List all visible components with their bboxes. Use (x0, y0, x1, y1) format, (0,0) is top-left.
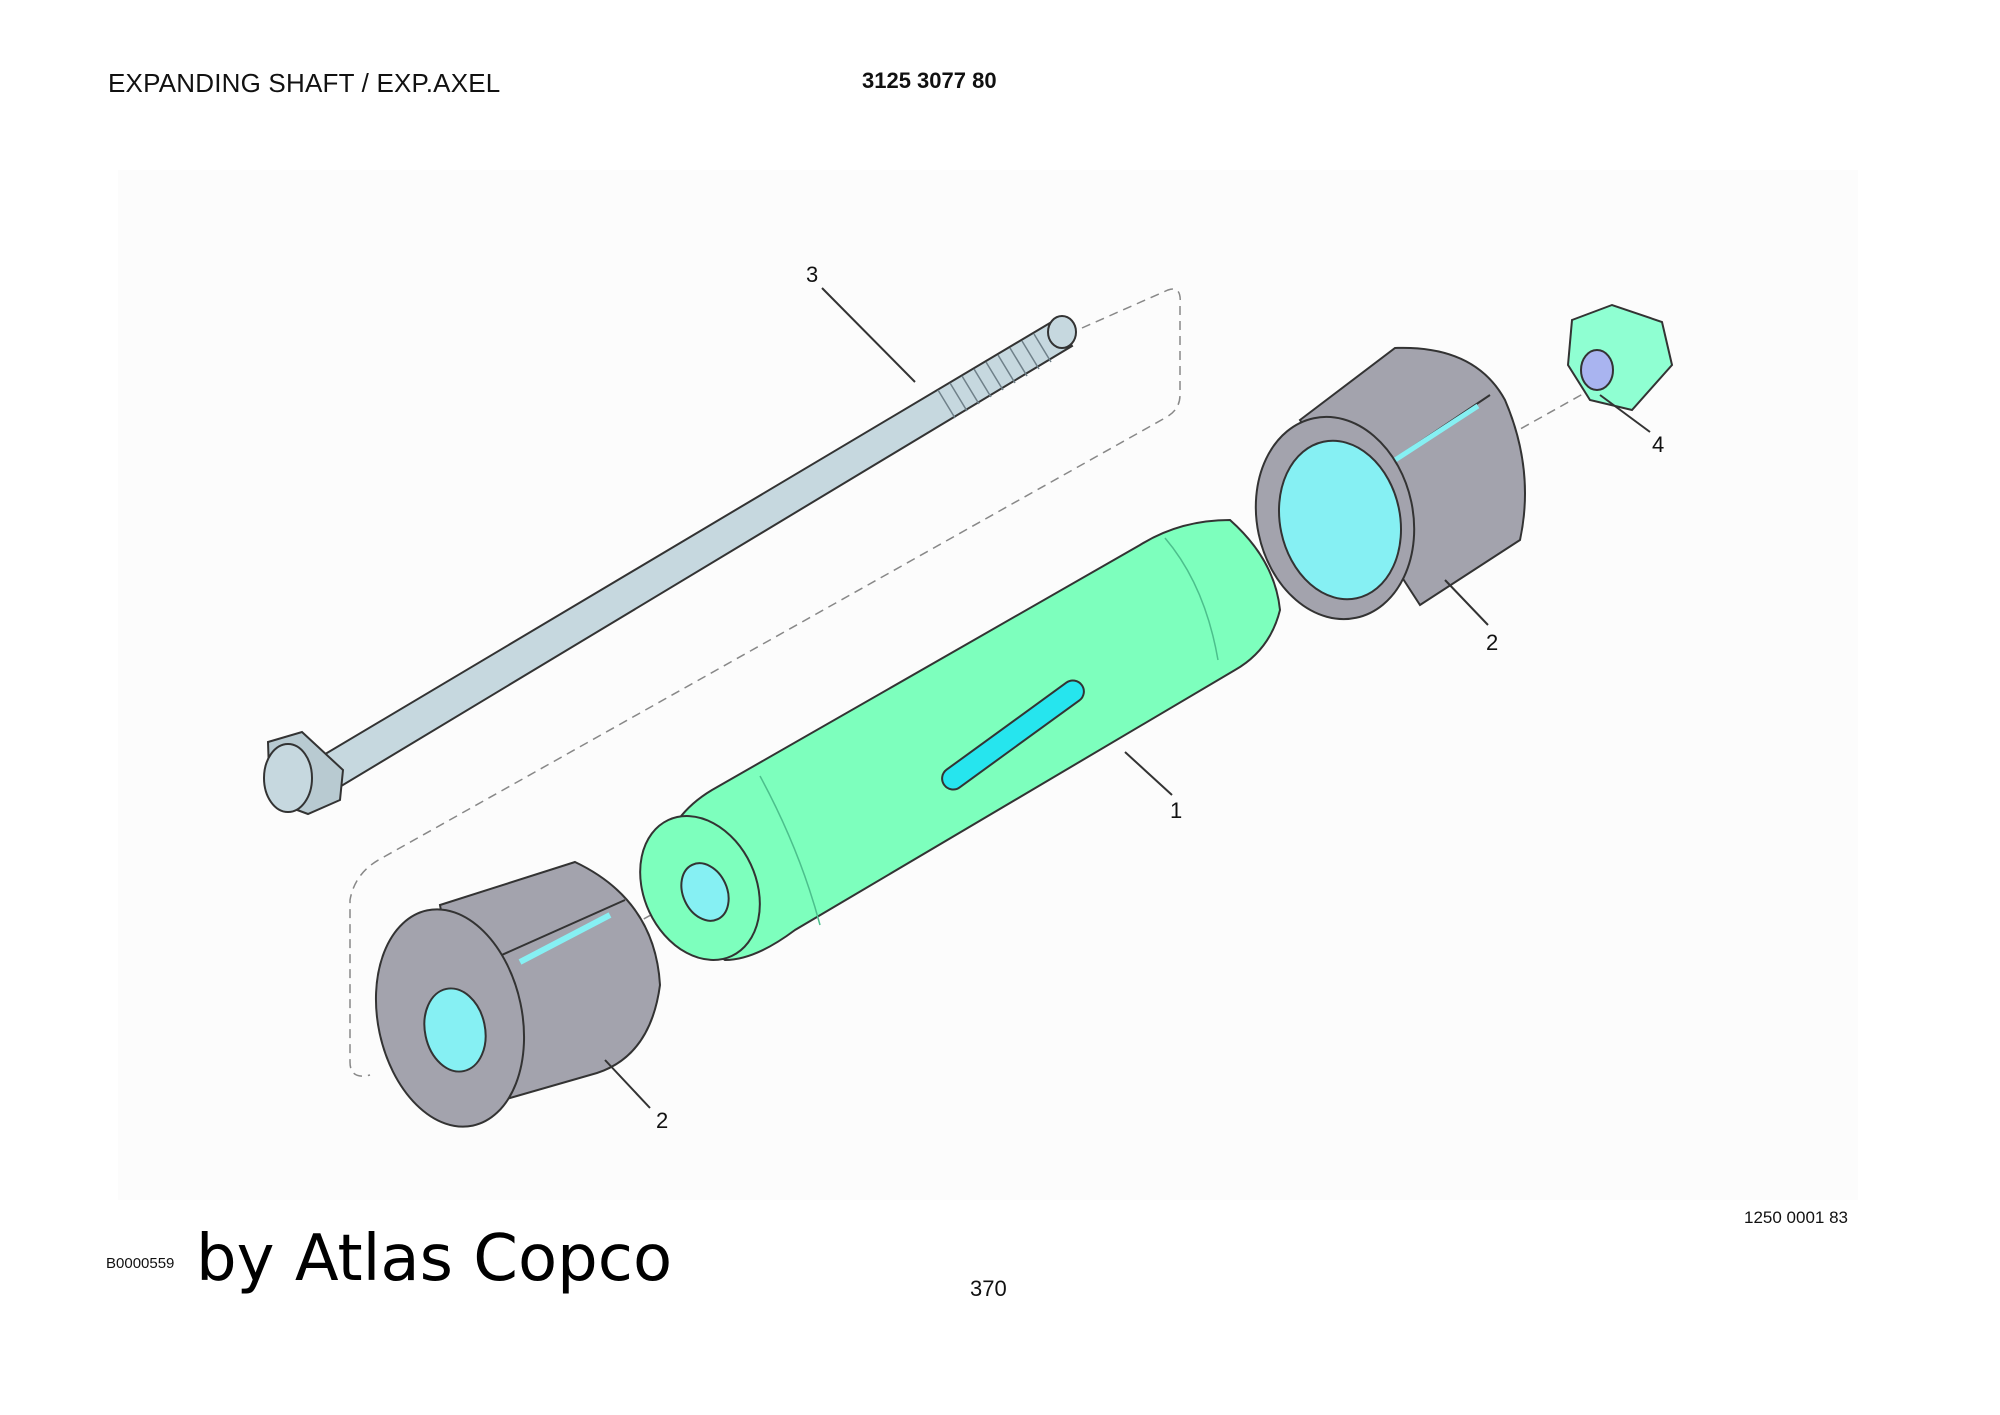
image-code: B0000559 (106, 1255, 175, 1272)
bushing-left (374, 860, 662, 1128)
callout-2-right: 2 (1486, 630, 1498, 655)
page-number: 370 (970, 1276, 1007, 1301)
page-title: EXPANDING SHAFT / EXP.AXEL (108, 68, 501, 98)
callout-3: 3 (806, 262, 818, 287)
callout-2-left: 2 (656, 1108, 668, 1133)
assembly-path (349, 288, 1181, 1077)
callout-4: 4 (1652, 432, 1664, 457)
shaft-slot (941, 679, 1085, 791)
bolt (263, 315, 1077, 816)
shaft-bore (680, 862, 730, 922)
bushing-right (1254, 346, 1526, 621)
bushing-left-bore (423, 987, 487, 1073)
shaft-body (639, 518, 1282, 962)
callout-1: 1 (1170, 798, 1182, 823)
drawing-number: 1250 0001 83 (1744, 1208, 1848, 1227)
nut-thread (1580, 349, 1614, 391)
nut (1566, 303, 1674, 412)
bolt-thread (937, 333, 1052, 419)
bushing-right-bore (1277, 439, 1403, 601)
part-number: 3125 3077 80 (862, 68, 997, 93)
leader-lines (604, 287, 1651, 1109)
watermark: by Atlas Copco (196, 1222, 673, 1296)
